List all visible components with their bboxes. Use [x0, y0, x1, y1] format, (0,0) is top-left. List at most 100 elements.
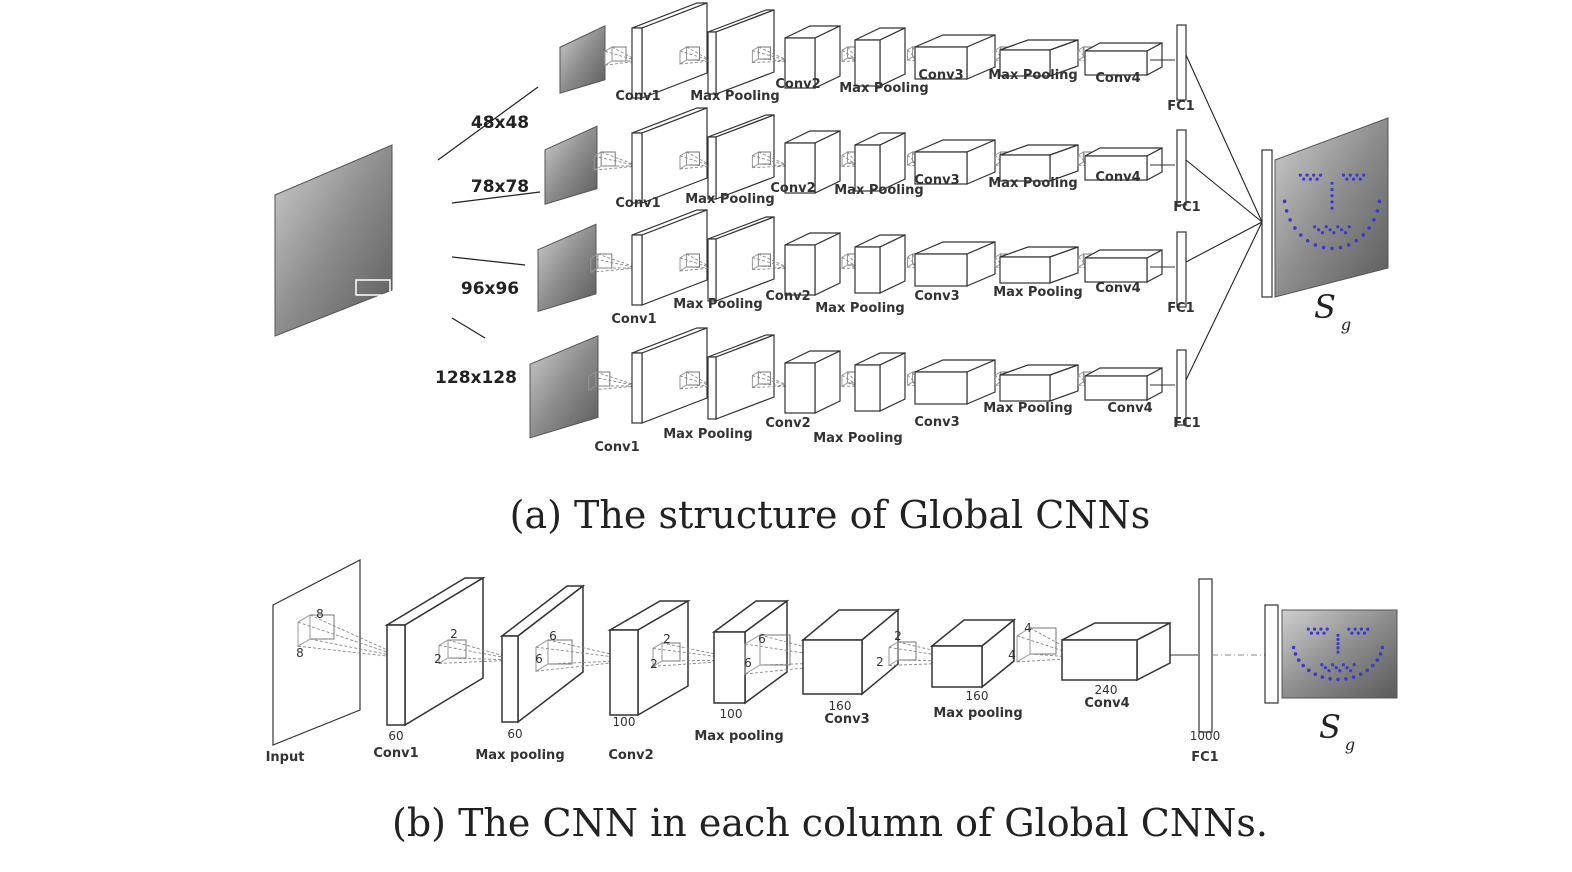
layer-label: Conv2 — [765, 289, 810, 304]
layer-box — [631, 107, 708, 204]
box-front — [1084, 155, 1148, 181]
landmark-dot — [1359, 627, 1363, 631]
projection-line — [758, 371, 790, 387]
landmark-dot — [1349, 669, 1353, 673]
projection-line — [597, 253, 639, 269]
landmark-dot — [1352, 177, 1356, 181]
landmark-dot — [1362, 173, 1366, 177]
box-front — [802, 639, 863, 695]
landmark-dot — [1322, 631, 1326, 635]
feature-map-count: 100 — [720, 707, 743, 721]
layer-box — [854, 234, 906, 294]
kernel-window — [590, 253, 639, 274]
kernel-size-label: 6 — [744, 656, 752, 670]
projection-line — [679, 60, 713, 65]
landmark-dot — [1372, 218, 1376, 222]
projection-line — [590, 257, 639, 269]
projection-line — [752, 375, 790, 387]
projection-line — [679, 50, 713, 62]
landmark-dot — [1380, 645, 1385, 650]
layer-box-0 — [384, 576, 486, 727]
landmark-dot — [1291, 645, 1296, 650]
box-front — [784, 37, 816, 89]
box-front — [707, 31, 717, 95]
landmark-dot — [1365, 668, 1370, 673]
box-front — [1084, 375, 1148, 401]
kernel-size-label: 4 — [1024, 621, 1032, 635]
landmark-dot — [1288, 218, 1292, 222]
layer-box-2 — [607, 599, 691, 717]
landmark-dot — [1313, 627, 1317, 631]
kernel-window — [751, 46, 790, 64]
projection-line — [594, 155, 639, 167]
layer-box-5 — [929, 618, 1017, 689]
layer-label: Max Pooling — [839, 81, 928, 96]
layer-box — [784, 350, 841, 414]
projection-line — [604, 50, 639, 62]
landmark-dot — [1302, 177, 1306, 181]
layer-box — [707, 216, 775, 302]
output-bar — [1264, 604, 1279, 704]
column-input-face — [544, 125, 598, 205]
projection-line — [907, 266, 920, 269]
face-image — [537, 223, 597, 312]
landmark-dot — [1330, 246, 1334, 251]
projection-line — [752, 267, 790, 271]
layer-box — [1084, 249, 1163, 283]
kernel-size-label: 2 — [650, 657, 658, 671]
landmark-dot — [1354, 238, 1359, 243]
landmark-dot — [1313, 672, 1318, 677]
landmark-dot — [1370, 663, 1375, 668]
layer-label: Conv2 — [775, 77, 820, 92]
layer-box — [707, 9, 775, 95]
kernel-size-label: 6 — [758, 632, 766, 646]
face-crop-box — [355, 279, 391, 296]
landmark-dot — [1351, 675, 1356, 679]
projection-line — [661, 659, 746, 662]
landmark-dot — [1375, 658, 1380, 662]
projection-line — [847, 57, 860, 62]
projection-line — [752, 385, 790, 389]
kernel-size-label: 6 — [549, 629, 557, 643]
kernel-face — [1077, 151, 1084, 166]
landmark-dot — [1366, 627, 1370, 631]
fc1-bar — [1198, 578, 1213, 733]
projection-line — [752, 257, 790, 269]
box-side — [641, 107, 708, 204]
scale-arrow — [451, 191, 541, 204]
box-front — [914, 253, 968, 287]
projection-line — [758, 151, 790, 167]
landmark-dot — [1345, 177, 1349, 181]
box-front — [501, 635, 519, 723]
kernel-window — [588, 371, 639, 392]
box-front — [1084, 50, 1148, 76]
scale-arrow — [451, 256, 526, 266]
layer-label: Max Pooling — [988, 176, 1077, 191]
landmark-dot — [1341, 663, 1345, 667]
box-side — [641, 327, 708, 424]
layer-box — [854, 352, 906, 412]
column-input-face — [559, 24, 606, 94]
projection-line — [1078, 59, 1090, 62]
landmark-dot — [1305, 173, 1309, 177]
box-front — [999, 154, 1051, 182]
box-front — [854, 39, 881, 87]
layer-label: Max pooling — [933, 706, 1022, 721]
scale-arrow — [451, 317, 486, 339]
projection-line — [758, 253, 790, 269]
box-front — [713, 631, 746, 704]
landmark-dot — [1316, 631, 1320, 635]
projection-line — [847, 382, 860, 387]
layer-label: Max Pooling — [988, 68, 1077, 83]
landmark-dot — [1331, 663, 1335, 667]
fc1-label: FC1 — [1173, 416, 1200, 431]
layer-label: Max Pooling — [993, 285, 1082, 300]
layer-box — [1084, 42, 1163, 76]
kernel-face — [1077, 371, 1084, 386]
landmark-dot — [1330, 200, 1334, 204]
projection-line — [1078, 164, 1090, 167]
landmark-dot — [1330, 187, 1334, 192]
layer-label: Max pooling — [475, 748, 564, 763]
